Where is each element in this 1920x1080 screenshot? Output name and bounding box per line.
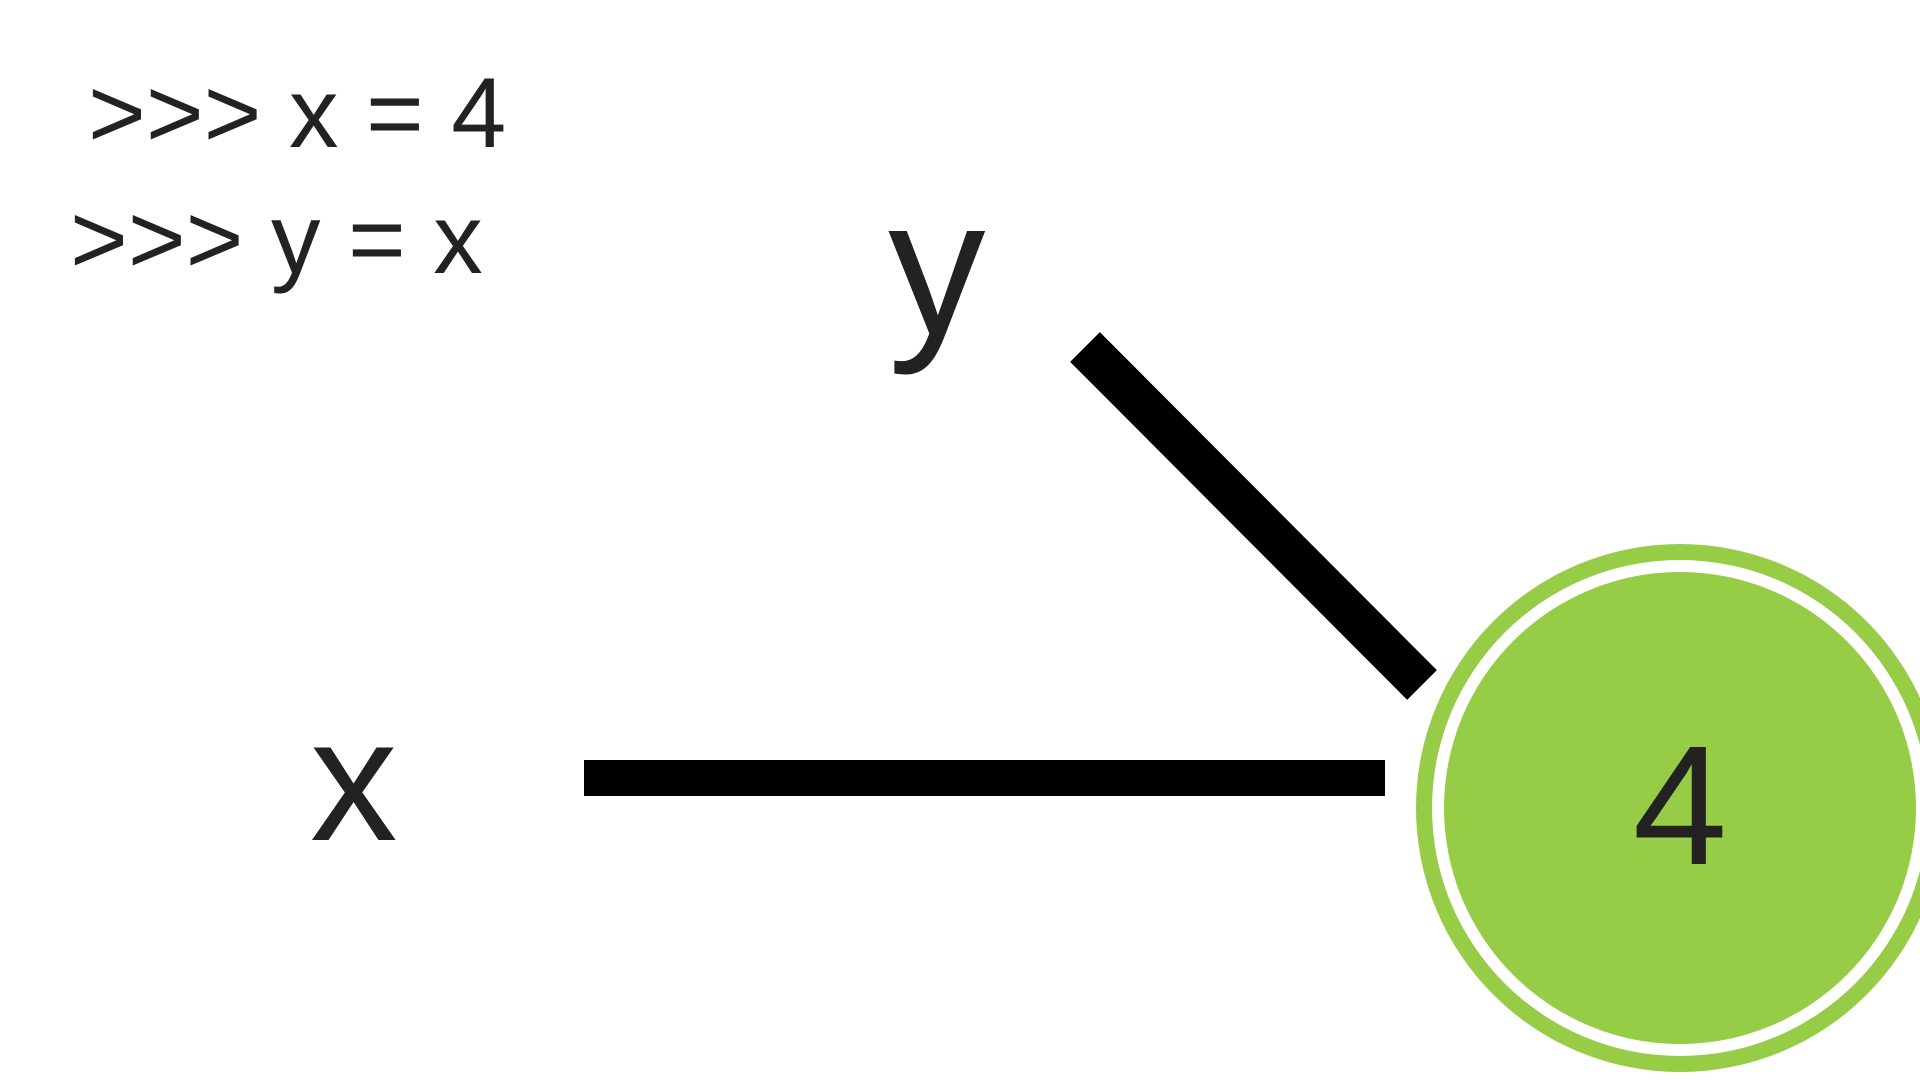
code-line-assign-y: >>> y = x [70,183,483,294]
value-object-label: 4 [1633,711,1728,901]
value-object: 4 [1416,544,1920,1072]
value-object-inner-fill [1444,572,1916,1044]
reference-line-y [1070,332,1437,700]
variable-label-y: y [888,158,986,376]
code-line-assign-x: >>> x = 4 [88,57,507,168]
variable-label-x: x [310,683,398,878]
